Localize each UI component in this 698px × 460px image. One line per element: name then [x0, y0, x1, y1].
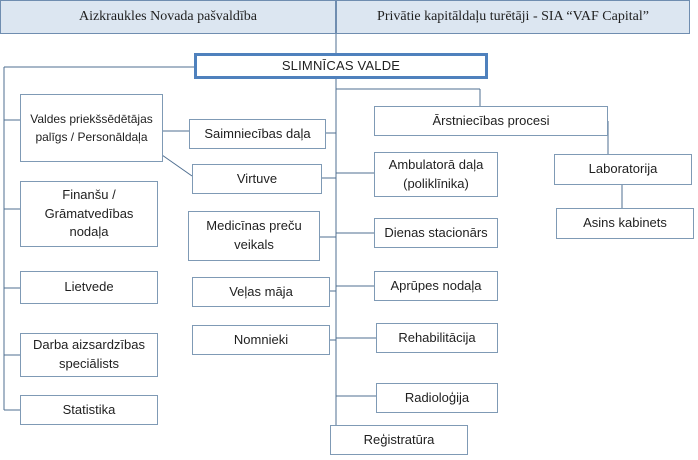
kitchen-label: Virtuve: [236, 170, 278, 186]
outpatient-department-box: Ambulatorā daļa (poliklīnika): [374, 152, 498, 197]
board-assistant-box: Valdes priekšsēdētājas palīgs / Personāl…: [20, 94, 163, 162]
care-department-box: Aprūpes nodaļa: [374, 271, 498, 301]
records-office-label: Lietvede: [64, 279, 114, 295]
treatment-processes-box: Ārstniecības procesi: [374, 106, 608, 136]
statistics-box: Statistika: [20, 395, 158, 425]
finance-department-label: Finanšu / Grāmatvedības nodaļa: [44, 186, 134, 240]
treatment-processes-label: Ārstniecības procesi: [432, 112, 550, 128]
hospital-board-label: SLIMNĪCAS VALDE: [281, 57, 401, 73]
municipality-label: Aizkraukles Novada pašvaldība: [78, 8, 258, 24]
municipality-box: Aizkraukles Novada pašvaldība: [0, 0, 336, 34]
safety-specialist-label: Darba aizsardzības speciālists: [33, 337, 145, 371]
hospital-board-box: SLIMNĪCAS VALDE: [194, 53, 488, 79]
day-hospital-label: Dienas stacionārs: [384, 224, 488, 240]
radiology-box: Radioloģija: [376, 383, 498, 413]
private-shareholders-label: Privātie kapitāldaļu turētāji - SIA “VAF…: [377, 8, 649, 24]
board-assistant-label: Valdes priekšsēdētājas palīgs / Personāl…: [30, 112, 153, 144]
outpatient-department-label: Ambulatorā daļa (poliklīnika): [388, 156, 484, 191]
reception-box: Reģistratūra: [330, 425, 468, 455]
day-hospital-box: Dienas stacionārs: [374, 218, 498, 248]
laundry-label: Veļas māja: [229, 283, 293, 299]
laboratory-box: Laboratorija: [554, 154, 692, 185]
reception-label: Reģistratūra: [363, 431, 435, 447]
rehabilitation-box: Rehabilitācija: [376, 323, 498, 353]
care-department-label: Aprūpes nodaļa: [390, 277, 482, 293]
facility-department-label: Saimniecības daļa: [204, 125, 311, 141]
blood-office-box: Asins kabinets: [556, 208, 694, 239]
medical-supplies-shop-box: Medicīnas preču veikals: [188, 211, 320, 261]
radiology-label: Radioloģija: [404, 389, 470, 405]
laboratory-label: Laboratorija: [588, 161, 658, 177]
kitchen-box: Virtuve: [192, 164, 322, 194]
rehabilitation-label: Rehabilitācija: [398, 329, 476, 345]
blood-office-label: Asins kabinets: [583, 215, 667, 231]
laundry-box: Veļas māja: [192, 277, 330, 307]
private-shareholders-box: Privātie kapitāldaļu turētāji - SIA “VAF…: [336, 0, 690, 34]
medical-supplies-shop-label: Medicīnas preču veikals: [206, 218, 302, 252]
tenants-label: Nomnieki: [233, 331, 289, 347]
tenants-box: Nomnieki: [192, 325, 330, 355]
statistics-label: Statistika: [62, 401, 116, 417]
records-office-box: Lietvede: [20, 271, 158, 304]
facility-department-box: Saimniecības daļa: [189, 119, 326, 149]
safety-specialist-box: Darba aizsardzības speciālists: [20, 333, 158, 377]
finance-department-box: Finanšu / Grāmatvedības nodaļa: [20, 181, 158, 247]
